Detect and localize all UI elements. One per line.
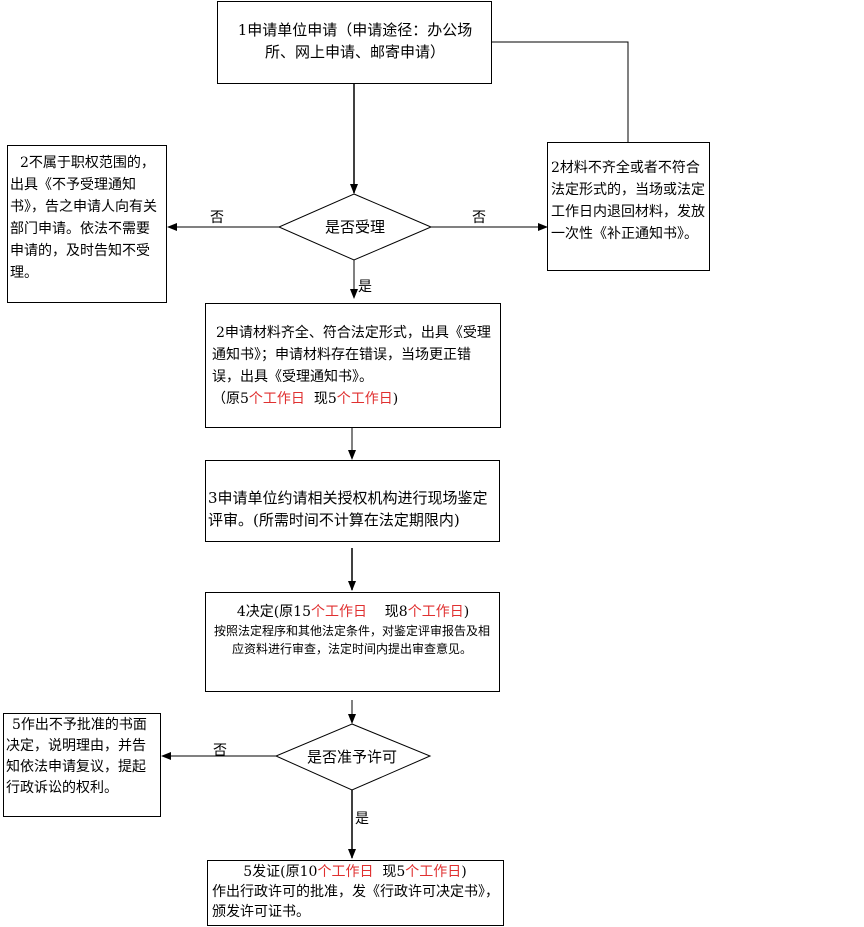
node-reject-scope <box>7 145 167 303</box>
node-decision-body: 按照法定程序和其他法定条件，对鉴定评审报告及相应资料进行审查，法定时间内提出审查… <box>213 624 490 656</box>
node-deny-text: 5作出不予批准的书面决定，说明理由，并告知依法申请复议，提起行政诉讼的权利。 <box>6 717 147 796</box>
decision-r1: 个工作日 <box>311 604 367 620</box>
label-yes-issue: 是 <box>355 811 369 827</box>
node-reject-scope-text: 2不属于职权范围的，出具《不予受理通知书》，告之申请人向有关部门申请。依法不需要… <box>10 155 157 281</box>
accepted-main: 2申请材料齐全、符合法定形式，出具《受理通知书》；申请材料存在错误，当场更正错误… <box>212 325 491 385</box>
decision-p2: 现8 <box>367 604 408 620</box>
node-accepted-text: 2申请材料齐全、符合法定形式，出具《受理通知书》；申请材料存在错误，当场更正错误… <box>212 322 496 410</box>
accepted-time-open: （原5 <box>212 391 249 407</box>
node-issue-title: 5发证(原10个工作日 现5个工作日) <box>210 862 500 882</box>
issue-r1: 个工作日 <box>317 864 374 880</box>
issue-p3: ) <box>461 864 467 880</box>
node-decision <box>205 592 500 692</box>
permit-question: 是否准予许可 <box>306 748 397 766</box>
decision-p1: 4决定(原15 <box>236 604 311 620</box>
edge-incomplete-return <box>480 38 629 142</box>
node-review <box>205 460 500 542</box>
node-review-text: 3申请单位约请相关授权机构进行现场鉴定评审。(所需时间不计算在法定期限内) <box>208 489 488 529</box>
node-apply-text: 1申请单位申请（申请途径：办公场所、网上申请、邮寄申请） <box>237 21 473 61</box>
label-no-left: 否 <box>210 210 224 226</box>
issue-p1: 5发证(原10 <box>243 864 318 880</box>
node-incomplete <box>547 142 710 271</box>
node-accepted <box>205 303 501 428</box>
decision-p3: ) <box>463 604 470 620</box>
node-apply <box>217 1 492 84</box>
accepted-time-red1: 个工作日 <box>248 391 305 407</box>
label-no-deny: 否 <box>213 743 227 759</box>
node-deny <box>3 713 161 817</box>
label-no-right: 否 <box>472 210 486 226</box>
node-issue-body: 作出行政许可的批准，发《行政许可决定书》，颁发许可证书。 <box>212 884 499 920</box>
accepted-time-red2: 个工作日 <box>336 391 393 407</box>
label-yes: 是 <box>358 279 372 295</box>
node-decision-title: 4决定(原15个工作日 现8个工作日) <box>207 602 499 622</box>
accepted-time-mid: 现5 <box>304 391 337 407</box>
accepted-time-close: ) <box>392 391 399 407</box>
node-issue <box>207 860 504 926</box>
accept-question: 是否受理 <box>324 218 385 236</box>
node-incomplete-text: 2材料不齐全或者不符合法定形式的，当场或法定工作日内退回材料，发放一次性《补正通… <box>551 160 705 242</box>
decision-r2: 个工作日 <box>407 604 464 620</box>
issue-p2: 现5 <box>373 864 406 880</box>
issue-r2: 个工作日 <box>405 864 462 880</box>
